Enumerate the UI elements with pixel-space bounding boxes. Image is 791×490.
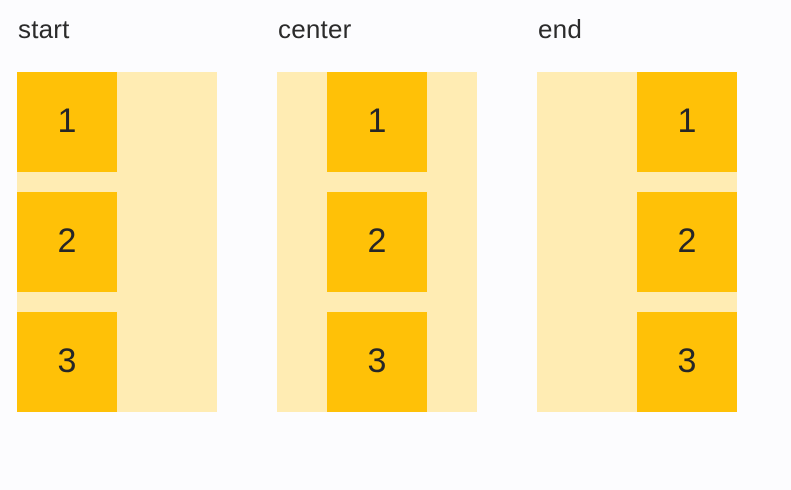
flex-container-end: 1 2 3 bbox=[537, 71, 737, 412]
flex-container-start: 1 2 3 bbox=[17, 71, 217, 412]
flex-item: 1 bbox=[327, 71, 427, 172]
flex-item: 1 bbox=[637, 71, 737, 172]
flex-item: 2 bbox=[17, 191, 117, 292]
flex-item: 3 bbox=[17, 311, 117, 412]
demo-group-start: start 1 2 3 bbox=[17, 13, 217, 412]
demo-label-center: center bbox=[278, 14, 352, 44]
flex-container-center: 1 2 3 bbox=[277, 71, 477, 412]
demo-group-center: center 1 2 3 bbox=[277, 13, 477, 412]
demo-label-end: end bbox=[538, 14, 582, 44]
flex-item: 2 bbox=[637, 191, 737, 292]
flex-item: 1 bbox=[17, 71, 117, 172]
demo-group-end: end 1 2 3 bbox=[537, 13, 737, 412]
flex-item: 2 bbox=[327, 191, 427, 292]
alignment-demo-row: start 1 2 3 center 1 2 3 end 1 2 3 bbox=[17, 13, 737, 412]
demo-label-start: start bbox=[18, 14, 70, 44]
flex-item: 3 bbox=[637, 311, 737, 412]
flex-item: 3 bbox=[327, 311, 427, 412]
